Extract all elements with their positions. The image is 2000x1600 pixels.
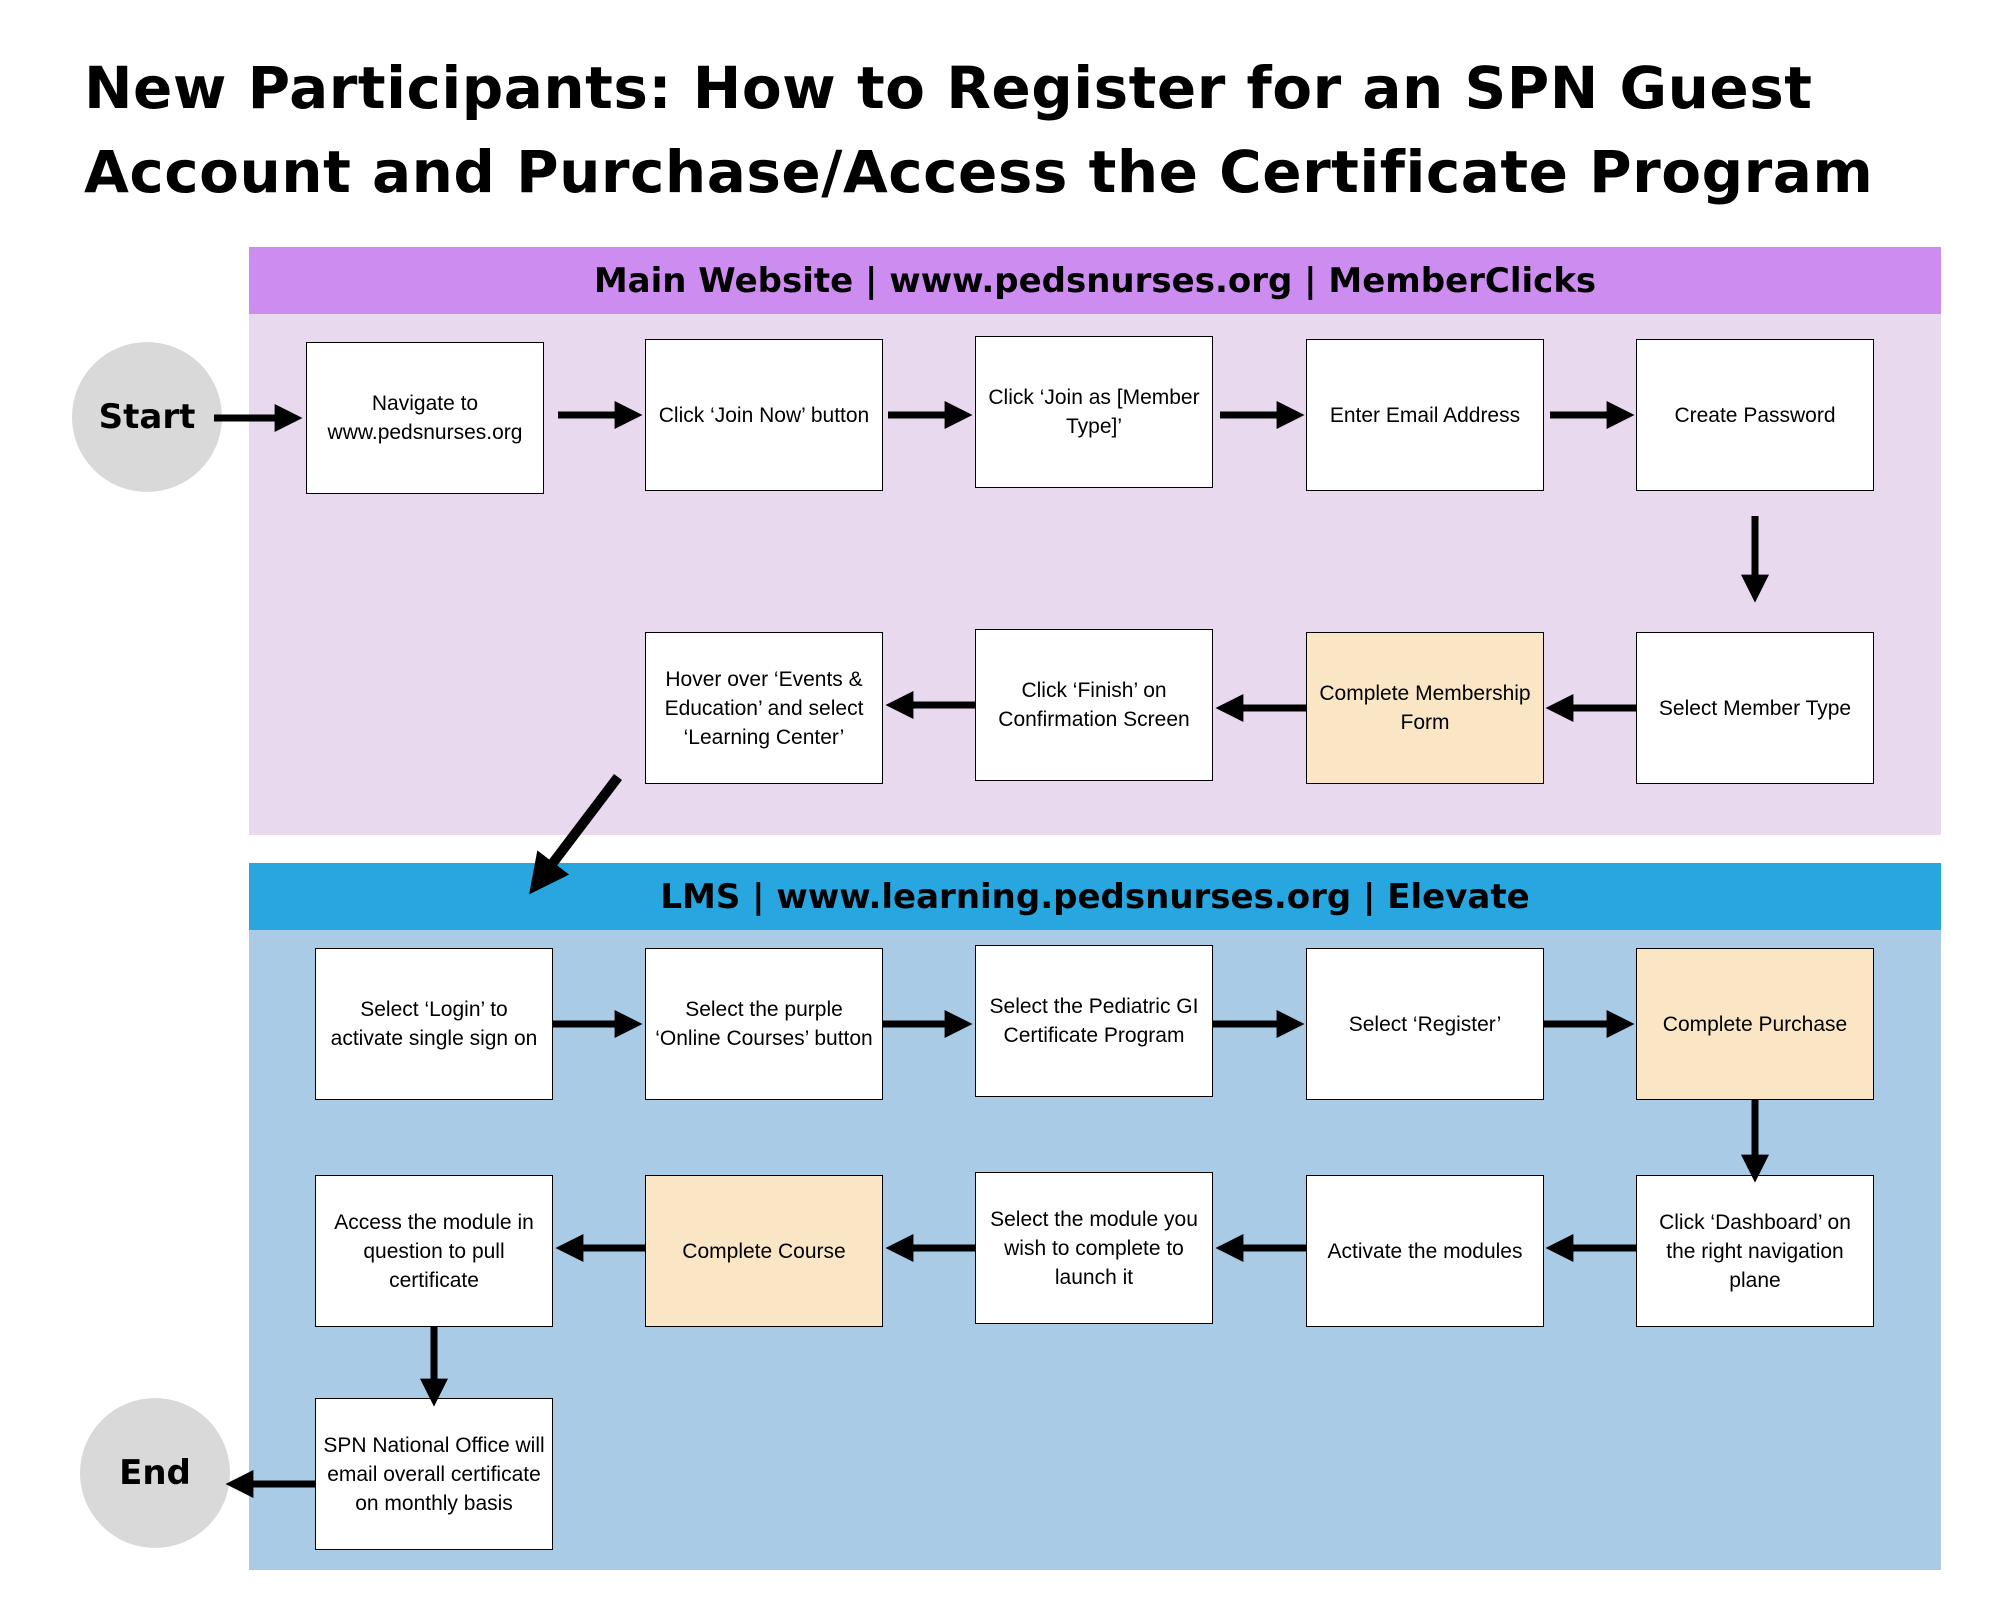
page-title: New Participants: How to Register for an… — [84, 54, 1874, 206]
lane-header-lms: LMS | www.learning.pedsnurses.org | Elev… — [249, 863, 1941, 930]
step-select-login: Select ‘Login’ to activate single sign o… — [315, 948, 553, 1100]
step-click-dashboard: Click ‘Dashboard’ on the right navigatio… — [1636, 1175, 1874, 1327]
step-enter-email: Enter Email Address — [1306, 339, 1544, 491]
step-activate-modules: Activate the modules — [1306, 1175, 1544, 1327]
end-terminal: End — [80, 1398, 230, 1548]
step-select-online-courses: Select the purple ‘Online Courses’ butto… — [645, 948, 883, 1100]
step-complete-membership-form: Complete Membership Form — [1306, 632, 1544, 784]
step-click-join-now: Click ‘Join Now’ button — [645, 339, 883, 491]
step-select-gi-program: Select the Pediatric GI Certificate Prog… — [975, 945, 1213, 1097]
step-complete-course: Complete Course — [645, 1175, 883, 1327]
step-navigate-to-site: Navigate to www.pedsnurses.org — [306, 342, 544, 494]
step-select-member-type: Select Member Type — [1636, 632, 1874, 784]
step-hover-events-education: Hover over ‘Events & Education’ and sele… — [645, 632, 883, 784]
step-access-module: Access the module in question to pull ce… — [315, 1175, 553, 1327]
step-select-register: Select ‘Register’ — [1306, 948, 1544, 1100]
start-terminal: Start — [72, 342, 222, 492]
lane-header-main-website: Main Website | www.pedsnurses.org | Memb… — [249, 247, 1941, 314]
step-complete-purchase: Complete Purchase — [1636, 948, 1874, 1100]
step-click-join-as: Click ‘Join as [Member Type]’ — [975, 336, 1213, 488]
step-create-password: Create Password — [1636, 339, 1874, 491]
step-select-module: Select the module you wish to complete t… — [975, 1172, 1213, 1324]
step-email-certificate: SPN National Office will email overall c… — [315, 1398, 553, 1550]
step-click-finish: Click ‘Finish’ on Confirmation Screen — [975, 629, 1213, 781]
